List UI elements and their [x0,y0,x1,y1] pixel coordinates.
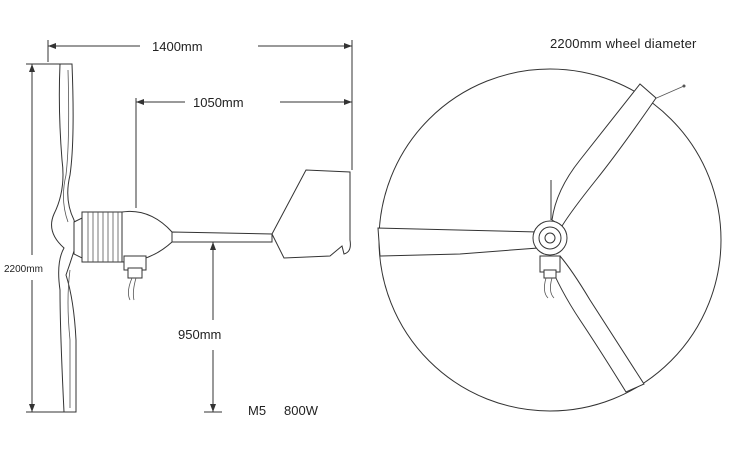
label-model-power: 800W [284,403,318,418]
cable-1 [128,277,133,301]
leader-dot [682,84,686,88]
front-view [377,68,722,412]
dimension-1050 [135,98,352,208]
front-cable-2 [550,277,555,299]
side-blade [51,63,79,413]
wheel-leader-line [651,85,685,101]
dimension-1400 [47,40,353,170]
nacelle [121,210,173,263]
tail-boom [171,231,273,243]
front-blade-lower [547,255,645,393]
label-950mm: 950mm [178,327,222,342]
label-model-name: M5 [248,403,267,418]
label-wheel-diameter: 2200mm wheel diameter [550,36,697,51]
yaw-base [127,267,143,279]
front-blade-upper [551,83,657,227]
blade-edge-upper [63,69,70,223]
blade-edge-lower [67,269,71,408]
tail-fin [271,169,351,259]
side-view [26,40,353,413]
generator-fins [87,212,119,262]
front-mount-base [543,269,557,279]
dimension-950-vertical [204,238,222,413]
front-blade-left [377,227,539,257]
cable-2 [132,277,137,301]
generator-body [81,211,123,263]
front-cable-1 [544,277,549,299]
label-1400mm: 1400mm [152,39,203,54]
hub-spinner [73,217,83,259]
front-hub-center [544,232,556,244]
label-1050mm: 1050mm [193,95,244,110]
label-2200mm: 2200mm [4,264,43,275]
